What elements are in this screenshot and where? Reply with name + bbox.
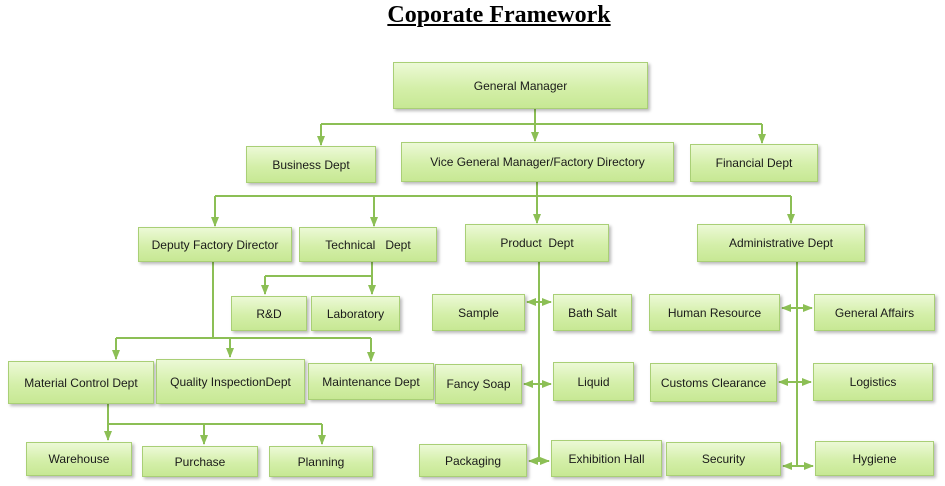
node-maintenance-dept: Maintenance Dept <box>308 363 434 400</box>
node-technical-dept: Technical Dept <box>299 227 437 262</box>
node-packaging: Packaging <box>419 444 527 477</box>
page-title: Coporate Framework <box>387 2 611 28</box>
node-purchase: Purchase <box>142 446 258 477</box>
node-quality-inspection-dept: Quality InspectionDept <box>156 359 305 404</box>
node-hygiene: Hygiene <box>815 441 934 476</box>
node-deputy-factory-director: Deputy Factory Director <box>138 227 292 262</box>
node-vice-general-manager: Vice General Manager/Factory Directory <box>401 142 674 182</box>
node-logistics: Logistics <box>813 363 933 401</box>
node-financial-dept: Financial Dept <box>690 144 818 182</box>
node-business-dept: Business Dept <box>246 146 376 183</box>
node-general-manager: General Manager <box>393 62 648 109</box>
node-administrative-dept: Administrative Dept <box>697 224 865 262</box>
node-planning: Planning <box>269 446 373 477</box>
node-warehouse: Warehouse <box>26 442 132 476</box>
node-customs-clearance: Customs Clearance <box>650 363 777 402</box>
node-general-affairs: General Affairs <box>814 294 935 331</box>
node-sample: Sample <box>432 294 525 331</box>
node-human-resource: Human Resource <box>649 294 780 331</box>
node-rnd: R&D <box>231 296 307 331</box>
node-fancy-soap: Fancy Soap <box>435 364 522 404</box>
node-security: Security <box>666 442 781 476</box>
node-material-control-dept: Material Control Dept <box>8 361 154 404</box>
node-exhibition-hall: Exhibition Hall <box>551 440 662 477</box>
node-laboratory: Laboratory <box>311 296 400 331</box>
node-liquid: Liquid <box>553 362 634 401</box>
node-bath-salt: Bath Salt <box>553 294 632 331</box>
node-product-dept: Product Dept <box>465 224 609 262</box>
